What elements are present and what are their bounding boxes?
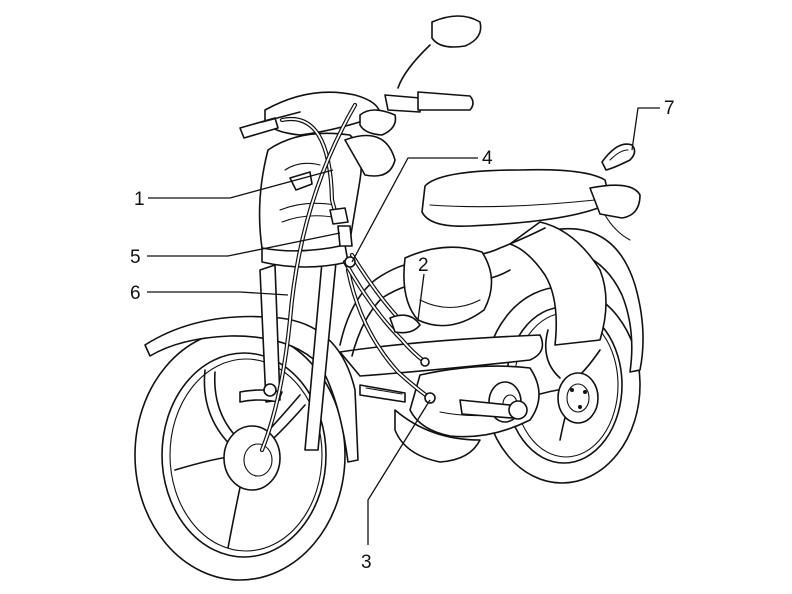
scooter-body — [339, 168, 641, 463]
callout-1: 1 — [134, 189, 145, 210]
callout-2: 2 — [418, 255, 429, 276]
callout-4: 4 — [482, 148, 493, 169]
leader-lines — [147, 107, 660, 545]
part-7-clip — [601, 143, 636, 171]
rear-carrier — [589, 184, 641, 219]
rear-body-panel — [509, 221, 607, 346]
callout-5: 5 — [130, 247, 141, 268]
handlebar — [239, 15, 482, 139]
front-fork — [239, 261, 337, 451]
mirror — [431, 15, 482, 48]
seat — [421, 168, 608, 228]
pedal — [459, 399, 513, 419]
callout-7: 7 — [664, 98, 675, 119]
front-shield — [258, 132, 396, 268]
callout-6: 6 — [130, 283, 141, 304]
rear-fender — [551, 227, 644, 373]
callout-labels: 1 2 3 4 5 6 7 — [130, 98, 675, 573]
cable-fittings — [329, 207, 436, 404]
front-wheel — [134, 329, 346, 581]
front-fender — [144, 315, 359, 463]
callout-3: 3 — [361, 552, 372, 573]
tank — [403, 246, 493, 327]
